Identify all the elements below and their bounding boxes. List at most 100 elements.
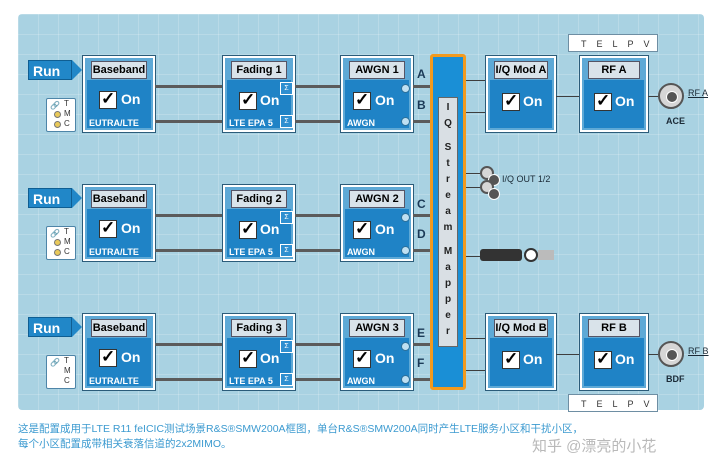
awgn-2-block[interactable]: AWGN 2 On AWGN [341,185,413,261]
rf-b-checkbox[interactable] [594,349,612,369]
rf-a-checkbox[interactable] [594,91,612,111]
wire [295,378,341,381]
rf-b-block[interactable]: RF B On [580,314,648,390]
wire [155,343,223,346]
iq-stream-mapper-label: I Q S t r e a m M a p p e r [438,97,458,347]
rf-a-block[interactable]: RF A On [580,56,648,132]
wire [466,187,484,188]
iq-out-1-port-icon[interactable] [480,166,500,186]
wire [155,85,223,88]
baseband-2-sub: EUTRA/LTE [89,247,139,257]
wire [466,370,488,371]
fading-2-on: On [260,221,280,237]
tlpv-indicator-top: TELPV [568,34,658,52]
mapper-char: t [446,158,450,169]
iq-mod-a-checkbox[interactable] [502,91,520,111]
wire [648,354,658,355]
awgn-2-on: On [375,221,395,237]
sigma-icon: Σ [280,373,293,386]
fading-1-sub: LTE EPA 5 [229,118,273,128]
baseband-2-block[interactable]: Baseband 2 On EUTRA/LTE [83,185,155,261]
digital-connector-icon[interactable] [480,249,522,261]
arrow-right-icon [538,250,554,260]
awgn-1-checkbox[interactable] [353,90,371,110]
awgn-1-on: On [375,92,395,108]
path-letter-d: D [417,227,426,241]
baseband-3-checkbox[interactable] [99,347,117,367]
mapper-char: I [446,102,450,113]
baseband-1-title: Baseband 1 [91,61,147,92]
fading-2-checkbox[interactable] [239,219,257,239]
baseband-2-on: On [121,220,141,236]
awgn-1-block[interactable]: AWGN 1 On AWGN [341,56,413,132]
wire [413,378,430,381]
wire [556,96,580,97]
run-button-1[interactable]: Run [28,60,82,80]
iq-mod-a-on: On [523,93,543,109]
mapper-char: M [443,246,453,257]
iq-out-2-port-icon[interactable] [480,180,500,200]
wire [155,249,223,252]
mapper-char: p [444,278,452,289]
tmc-c: C [64,247,70,256]
fading-1-on: On [260,92,280,108]
tmc-link-icon: 🔗 [50,229,60,238]
iq-mod-a-block[interactable]: I/Q Mod A On [486,56,556,132]
iq-mod-b-checkbox[interactable] [502,349,520,369]
iq-mod-a-title: I/Q Mod A [494,61,548,79]
fading-3-checkbox[interactable] [239,348,257,368]
wire [295,249,341,252]
baseband-3-block[interactable]: Baseband 3 On EUTRA/LTE [83,314,155,390]
digital-port-icon [524,248,538,262]
fading-1-checkbox[interactable] [239,90,257,110]
wire [155,378,223,381]
baseband-1-block[interactable]: Baseband 1 On EUTRA/LTE [83,56,155,132]
caption-line-1: 这是配置成用于LTE R11 feICIC测试场景R&S®SMW200A框图，单… [18,423,584,435]
mapper-char: m [443,222,453,233]
tmc-t: T [64,227,69,236]
status-dot-icon [401,342,410,351]
run-button-3[interactable]: Run [28,317,82,337]
path-letter-f: F [417,356,425,370]
fading-3-title: Fading 3 [231,319,287,337]
rf-b-port-label: RF B [688,346,709,356]
mapper-char: S [444,142,452,153]
rf-b-title: RF B [588,319,640,337]
awgn-3-block[interactable]: AWGN 3 On AWGN [341,314,413,390]
fading-3-block[interactable]: Fading 3 On Σ Σ LTE EPA 5 [223,314,295,390]
awgn-3-body: On AWGN [345,338,410,386]
wire [155,214,223,217]
sigma-icon: Σ [280,211,293,224]
rf-a-body: On [584,80,644,128]
awgn-2-checkbox[interactable] [353,219,371,239]
awgn-3-checkbox[interactable] [353,348,371,368]
baseband-1-checkbox[interactable] [99,89,117,109]
rf-b-port-icon[interactable] [658,341,684,367]
status-dot-icon [401,375,410,384]
fading-2-title: Fading 2 [231,190,287,208]
mapper-char: e [445,310,451,321]
fading-3-sub: LTE EPA 5 [229,376,273,386]
baseband-2-title: Baseband 2 [91,190,147,221]
sigma-icon: Σ [280,340,293,353]
rf-b-on: On [615,351,635,367]
fading-2-block[interactable]: Fading 2 On Σ Σ LTE EPA 5 [223,185,295,261]
tmc-indicator-3: 🔗 T M C [46,355,76,389]
tmc-m-led [54,239,61,246]
figure-caption: 这是配置成用于LTE R11 feICIC测试场景R&S®SMW200A框图，单… [18,422,708,452]
fading-2-body: On Σ Σ LTE EPA 5 [227,209,293,257]
iq-mod-b-block[interactable]: I/Q Mod B On [486,314,556,390]
wire [413,120,430,123]
baseband-2-checkbox[interactable] [99,218,117,238]
fading-1-block[interactable]: Fading 1 On Σ Σ LTE EPA 5 [223,56,295,132]
iq-mod-b-title: I/Q Mod B [494,319,548,337]
sigma-icon: Σ [280,115,293,128]
mapper-char: a [445,206,451,217]
rf-a-on: On [615,93,635,109]
rf-a-port-icon[interactable] [658,83,684,109]
iq-stream-mapper[interactable]: I Q S t r e a m M a p p e r [430,54,466,390]
baseband-3-on: On [121,349,141,365]
tmc-c: C [64,376,70,385]
status-dot-icon [401,213,410,222]
run-button-2[interactable]: Run [28,188,82,208]
